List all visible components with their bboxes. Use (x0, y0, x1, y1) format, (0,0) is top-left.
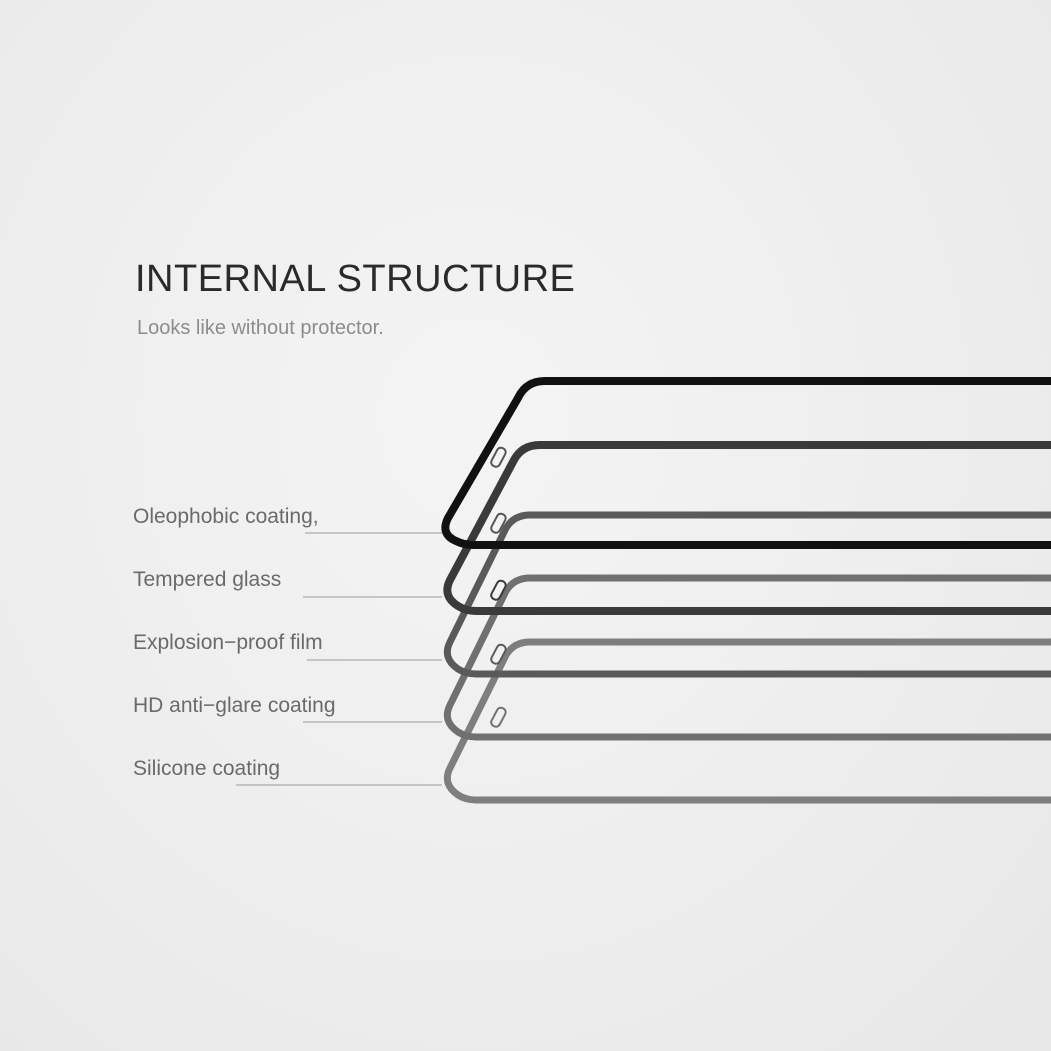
speaker-notch-icon (490, 446, 507, 468)
layer-frame-anti-glare (443, 574, 1051, 741)
layer-label-tempered-glass: Tempered glass (133, 568, 282, 591)
speaker-notch-icon (490, 512, 507, 534)
speaker-notch-icon (490, 643, 507, 665)
layer-frame-explosion-proof (443, 511, 1051, 678)
frame-oleophobic-outline (441, 377, 1051, 549)
page-title: INTERNAL STRUCTURE (135, 258, 576, 300)
layer-frame-tempered-glass (443, 441, 1051, 615)
layer-label-silicone: Silicone coating (133, 757, 281, 780)
layer-label-anti-glare: HD anti−glare coating (133, 694, 336, 717)
frame-anti-glare-outline (443, 574, 1051, 741)
frame-explosion-proof-outline (443, 511, 1051, 678)
layer-frame-silicone (443, 638, 1051, 804)
frame-tempered-glass-outline (443, 441, 1051, 615)
layer-frame-oleophobic (441, 377, 1051, 549)
speaker-notch-icon (490, 706, 507, 728)
layer-label-oleophobic: Oleophobic coating, (133, 505, 319, 528)
frame-silicone-outline (443, 638, 1051, 804)
speaker-notch-icon (490, 579, 507, 601)
page-subtitle: Looks like without protector. (137, 317, 384, 339)
layer-label-explosion-proof: Explosion−proof film (133, 631, 323, 654)
